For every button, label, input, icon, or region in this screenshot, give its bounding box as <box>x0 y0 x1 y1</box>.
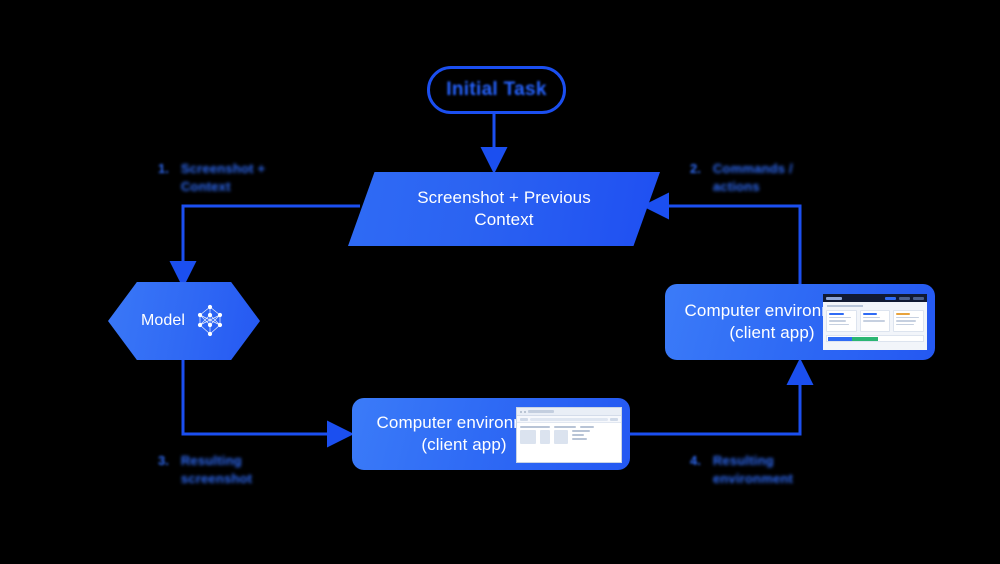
caption-step-3-number: 3. <box>158 453 169 468</box>
caption-step-3: 3. Resulting screenshot <box>158 452 252 487</box>
browser-window-screenshot <box>516 407 622 463</box>
edge-model-to-env-bottom <box>181 360 354 448</box>
caption-step-2: 2. Commands / actions <box>690 160 793 195</box>
caption-step-1-number: 1. <box>158 161 169 176</box>
node-model[interactable]: Model <box>108 282 260 360</box>
edge-env-right-to-context <box>642 192 802 284</box>
caption-step-4-text: Resulting environment <box>712 453 794 486</box>
initial-task-label: Initial Task <box>446 79 547 100</box>
node-computer-environment-right[interactable]: Computer environment (client app) <box>665 284 935 360</box>
caption-step-1: 1. Screenshot + Context <box>158 160 265 195</box>
node-computer-environment-bottom[interactable]: Computer environment (client app) <box>352 398 630 470</box>
caption-step-2-text: Commands / actions <box>712 161 793 194</box>
env-right-label: Computer environment (client app) <box>684 300 860 342</box>
model-label: Model <box>140 311 186 329</box>
caption-step-2-number: 2. <box>690 161 701 176</box>
caption-step-4: 4. Resulting environment <box>690 452 793 487</box>
node-initial-task[interactable]: Initial Task <box>427 66 566 114</box>
dashboard-app-screenshot <box>823 294 927 350</box>
node-screenshot-context[interactable]: Screenshot + Previous Context <box>348 172 660 246</box>
caption-step-4-number: 4. <box>690 453 701 468</box>
edge-context-to-model <box>169 204 360 288</box>
caption-step-3-text: Resulting screenshot <box>180 453 253 486</box>
edge-env-bottom-to-env-right <box>630 358 814 436</box>
caption-step-1-text: Screenshot + Context <box>180 161 266 194</box>
neural-network-icon <box>193 304 227 338</box>
screenshot-context-label: Screenshot + Previous Context <box>417 187 591 229</box>
